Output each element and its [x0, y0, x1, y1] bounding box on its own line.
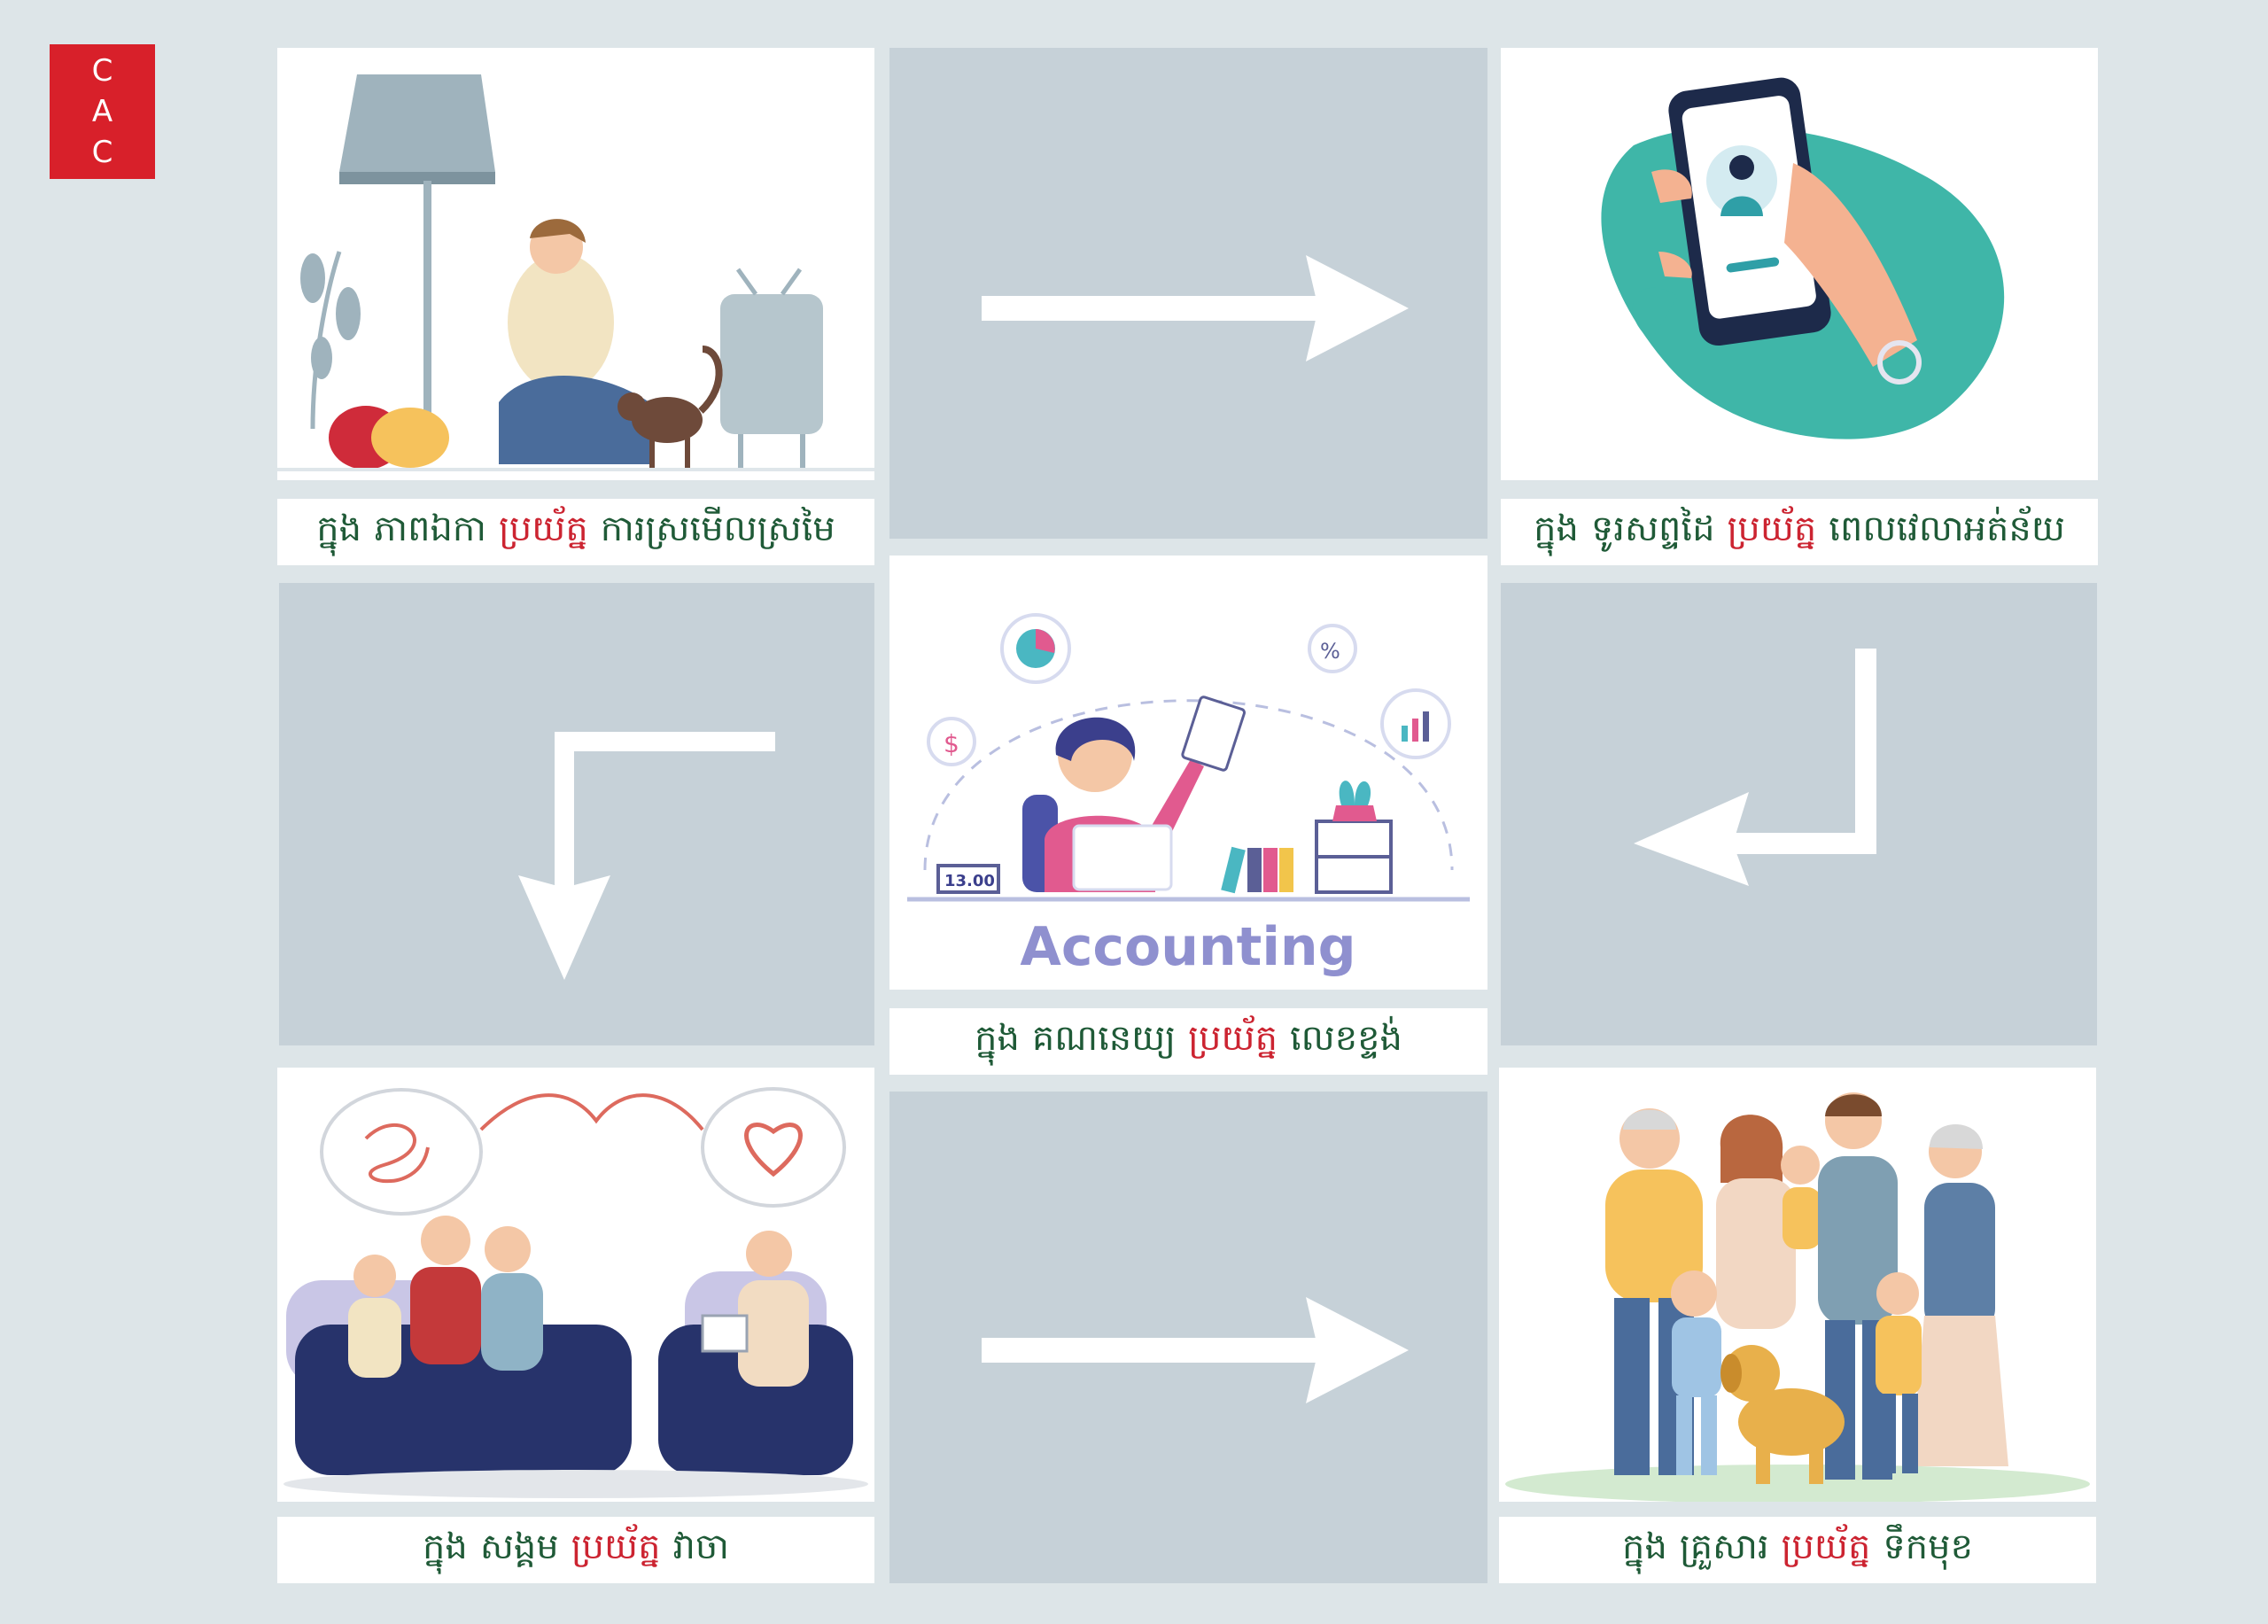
label-part: គណនេយ្យ [1031, 1018, 1177, 1059]
logo-letter-a: A [91, 94, 113, 129]
lonely-person-illustration [277, 74, 874, 471]
label-caution: ទឹកមុខ [1883, 1527, 1973, 1567]
label-focus: ប្រយ័ត្ន [571, 1527, 661, 1567]
card-accounting-label: ក្នុង គណនេយ្យ ប្រយ័ត្ន លេខខ្ទង់ [889, 1008, 1487, 1075]
clock-readout: 13.00 [944, 872, 995, 890]
label-focus: ប្រយ័ត្ន [498, 509, 588, 549]
label-part: សង្គម [479, 1527, 559, 1567]
label-in: ក្នុង [423, 1527, 468, 1567]
cac-logo: C A C [50, 44, 155, 179]
card-phone-label: ក្នុង ទូរសព្ទដៃ ប្រយ័ត្ន ពេលវេលាអត់ន័យ [1501, 499, 2098, 565]
connector-panel-bottom [889, 1092, 1487, 1583]
label-in: ក្នុង [1534, 509, 1579, 549]
label-in: ក្នុង [1622, 1527, 1667, 1567]
card-loneliness-label: ក្នុង ភាពឯកា ប្រយ័ត្ន ការស្រមើលស្រមៃ [277, 499, 874, 565]
card-loneliness-image [277, 48, 874, 480]
counseling-illustration [284, 1087, 868, 1498]
connector-panel-right [1501, 583, 2097, 1045]
card-family-image [1499, 1068, 2096, 1502]
card-society-label: ក្នុង សង្គម ប្រយ័ត្ន វាចា [277, 1517, 874, 1583]
arrow-left-turn-icon [1634, 649, 1876, 886]
logo-letter-c1: C [91, 53, 113, 89]
card-family-label: ក្នុង គ្រួសារ ប្រយ័ត្ន ទឹកមុខ [1499, 1517, 2096, 1583]
label-part: គ្រួសារ [1679, 1527, 1769, 1567]
label-focus: ប្រយ័ត្ន [1188, 1018, 1278, 1059]
svg-text:$: $ [944, 729, 959, 758]
arrow-down-left-icon [518, 732, 775, 980]
connector-panel-left [279, 583, 874, 1045]
label-caution: ការស្រមើលស្រមៃ [600, 509, 835, 549]
label-in: ក្នុង [975, 1018, 1020, 1059]
phone-in-hand-illustration [1601, 77, 2005, 439]
label-in: ក្នុង [316, 509, 361, 549]
label-caution: វាចា [672, 1527, 729, 1567]
arrow-right-icon [982, 1297, 1409, 1403]
label-part: ទូរសព្ទដៃ [1590, 509, 1715, 549]
label-caution: ពេលវេលាអត់ន័យ [1829, 509, 2065, 549]
svg-text:%: % [1320, 639, 1340, 664]
connector-panel-top [889, 48, 1487, 539]
family-illustration [1505, 1092, 2090, 1502]
label-focus: ប្រយ័ត្ន [1727, 509, 1817, 549]
logo-letter-c2: C [91, 135, 113, 170]
card-phone-image [1501, 48, 2098, 480]
accounting-word: Accounting [1020, 916, 1355, 978]
label-focus: ប្រយ័ត្ន [1781, 1527, 1871, 1567]
card-accounting-image: $ % 13.00 Accounting [889, 556, 1487, 990]
label-caution: លេខខ្ទង់ [1289, 1018, 1402, 1059]
accounting-illustration: $ % 13.00 Accounting [907, 613, 1470, 978]
arrow-right-icon [982, 255, 1409, 361]
label-part: ភាពឯកា [374, 509, 486, 549]
card-society-image [277, 1068, 874, 1502]
